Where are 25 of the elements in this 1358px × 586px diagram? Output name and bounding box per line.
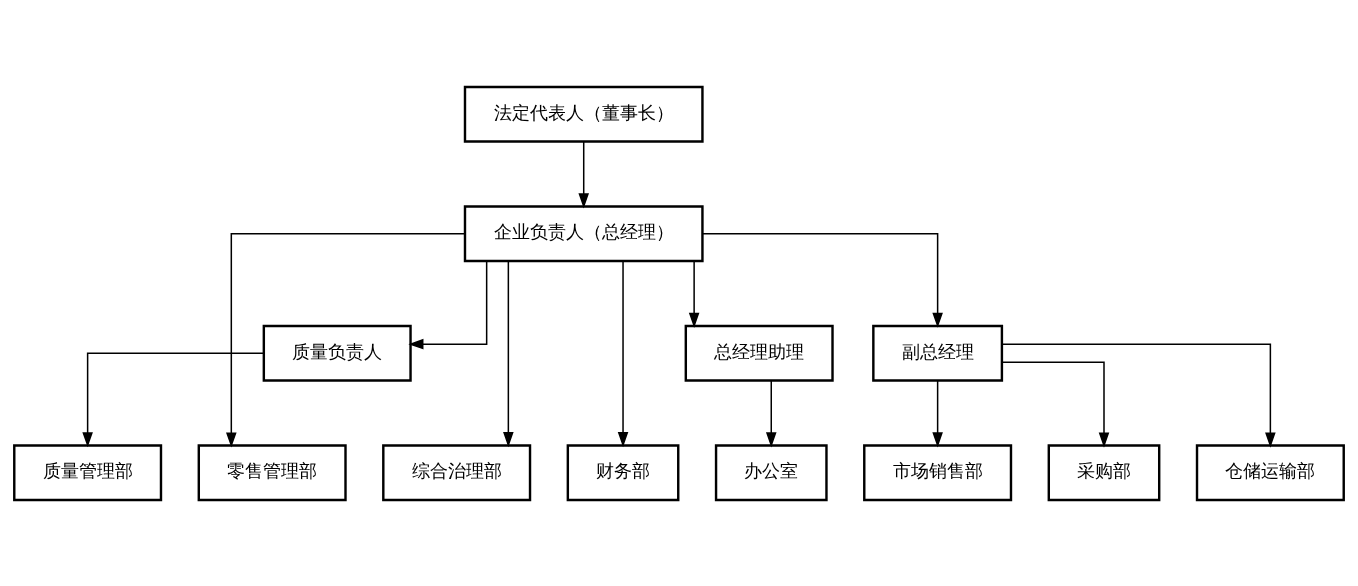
arrow [1001,361,1110,448]
node-box: 质量负责人 [262,324,412,382]
node-box: 办公室 [714,443,828,501]
node-box: 市场销售部 [863,443,1013,501]
node-box: 总经理助理 [684,324,834,382]
node-box: 零售管理部 [197,443,347,501]
node-box: 综合治理部 [382,443,532,501]
arrow [765,379,777,447]
arrow [578,140,589,208]
arrow [688,260,700,328]
node-box: 财务部 [566,443,680,501]
arrow [1001,342,1276,448]
arrow [226,232,466,448]
arrow [932,379,943,447]
arrow [701,232,943,328]
arrow [408,259,488,349]
arrow [503,259,514,447]
node-box: 法定代表人（董事长） [463,85,704,143]
node-box: 副总经理 [872,324,1004,382]
node-box: 仓储运输部 [1195,443,1345,501]
arrow [617,259,629,447]
node-box: 质量管理部 [13,443,163,501]
node-box: 采购部 [1047,443,1161,501]
arrow [82,352,265,447]
node-box: 企业负责人（总经理） [463,204,704,262]
